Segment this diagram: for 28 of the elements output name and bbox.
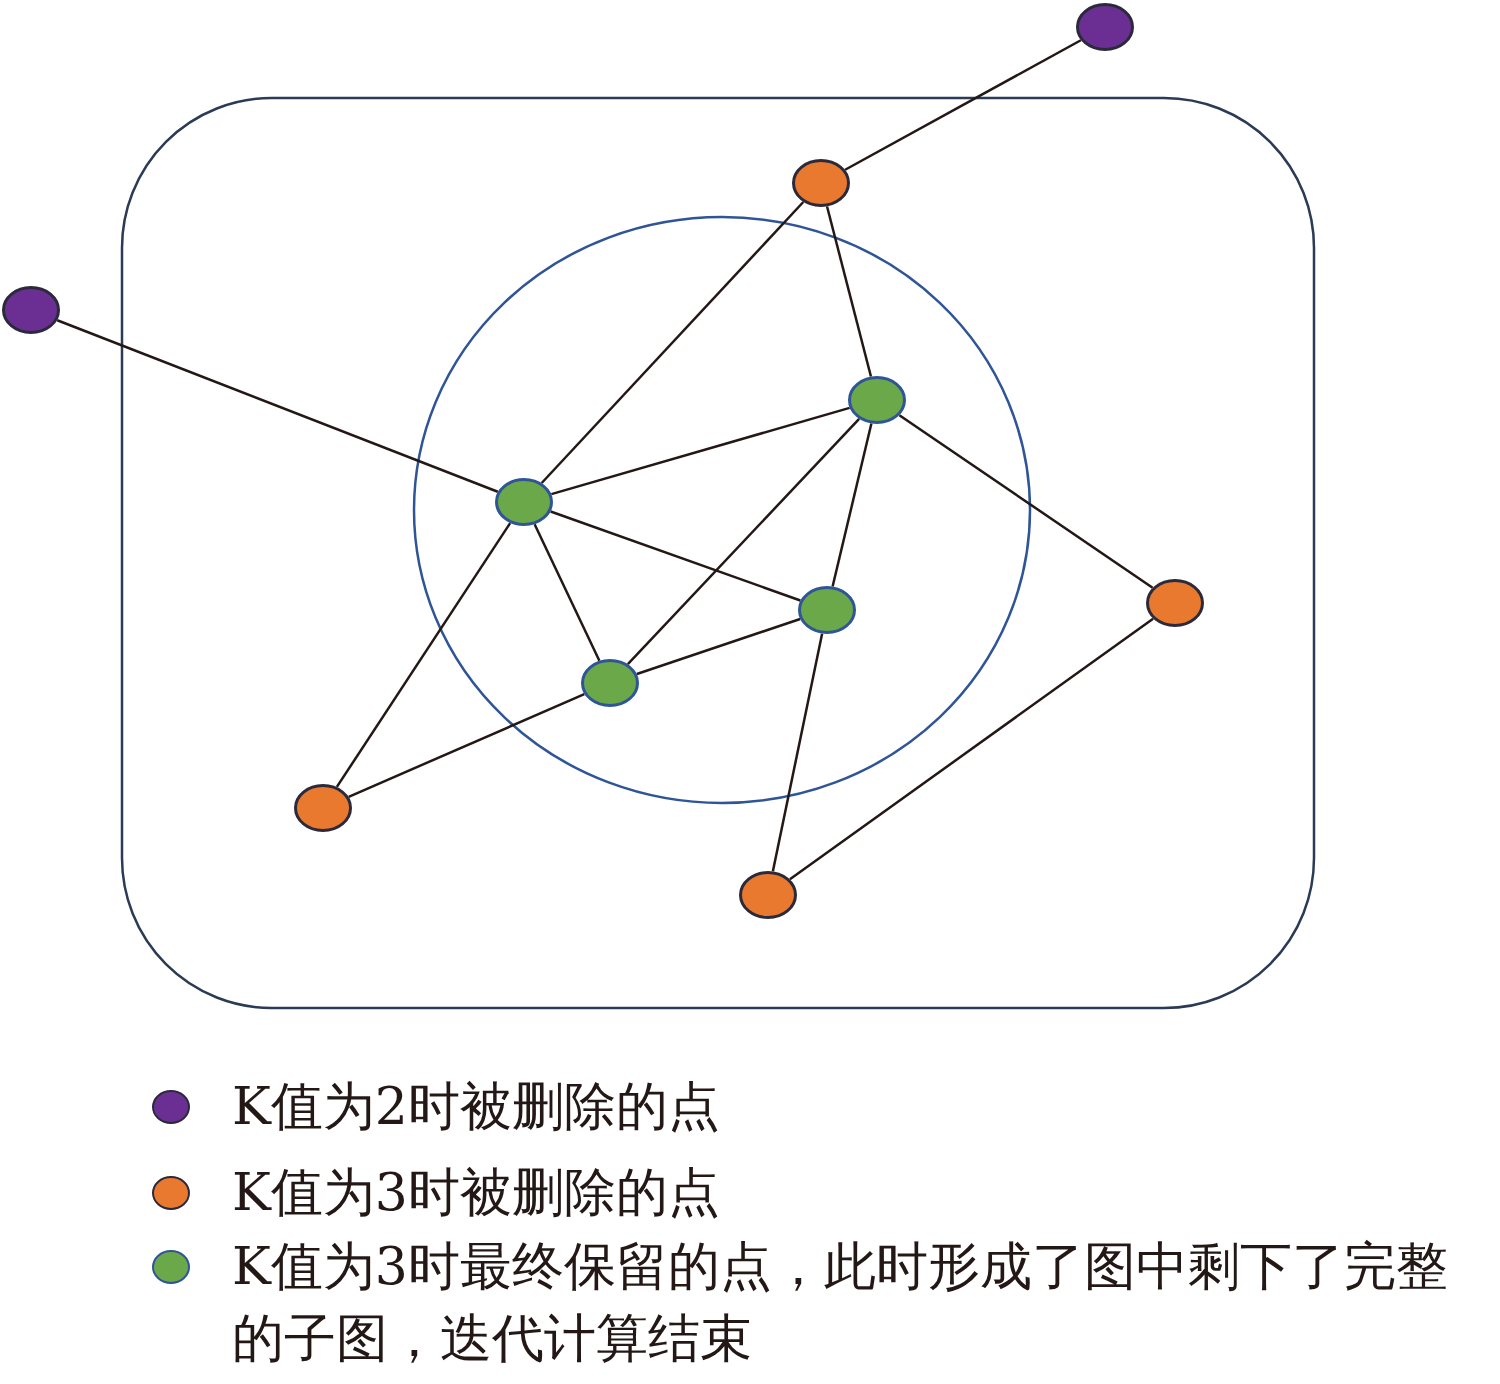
graph-vertex (848, 376, 906, 424)
legend-text: K值为2时被删除的点 (232, 1075, 721, 1138)
legend-text: K值为3时最终保留的点，此时形成了图中剩下了完整的子图，迭代计算结束 (232, 1235, 1449, 1370)
graph-vertex (294, 784, 352, 832)
graph-vertex (798, 586, 856, 634)
graph-vertex (581, 659, 639, 707)
connector-line (825, 206, 873, 377)
connector-line (831, 423, 873, 587)
graph-vertex (739, 871, 797, 919)
connector-line (550, 510, 801, 602)
graph-vertex (495, 478, 553, 526)
connector-line (335, 522, 512, 788)
connector-line (540, 201, 805, 484)
connector-line (636, 617, 801, 676)
connector-line (789, 617, 1154, 881)
connector-line (626, 418, 861, 665)
connector-line (551, 406, 850, 496)
graph-vertex (2, 286, 60, 334)
legend-text: K值为3时被删除的点 (232, 1161, 721, 1224)
connector-line (771, 633, 824, 872)
connector-line (348, 693, 585, 798)
connector-line (898, 414, 1154, 589)
connector-line (533, 523, 601, 662)
graph-vertex (1146, 579, 1204, 627)
graph-vertex (1076, 3, 1134, 51)
graph-vertex (792, 159, 850, 207)
connector-line (844, 39, 1082, 171)
connector-line (56, 319, 499, 493)
